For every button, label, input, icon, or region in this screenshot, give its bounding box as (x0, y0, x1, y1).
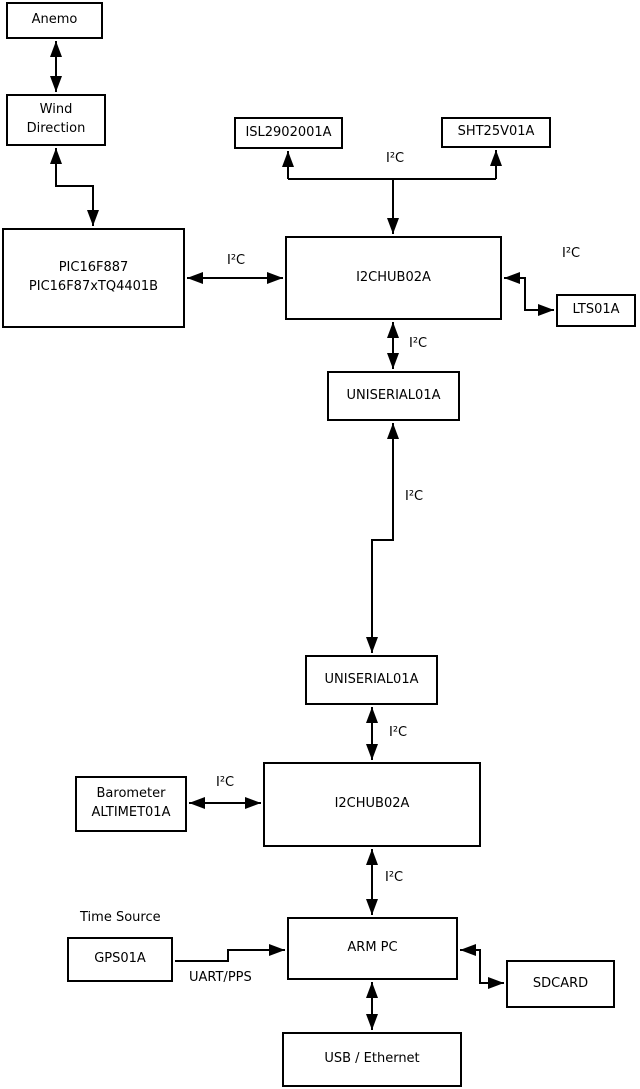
node-pic16f887: PIC16F887 PIC16F87xTQ4401B (2, 228, 185, 328)
edge-label-time-source: Time Source (80, 910, 161, 925)
node-arm-pc: ARM PC (287, 917, 458, 980)
edge-label-i2c-hub-lts: I²C (562, 246, 581, 261)
node-arm-pc-label: ARM PC (347, 940, 398, 956)
edge-label-uart-pps: UART/PPS (189, 970, 252, 985)
node-uniserial01a-top: UNISERIAL01A (327, 371, 460, 421)
node-wind-direction-label: Wind Direction (26, 102, 86, 136)
node-usb-ethernet-label: USB / Ethernet (324, 1051, 420, 1067)
node-uniserial01a-bottom: UNISERIAL01A (305, 655, 438, 705)
node-lts01a: LTS01A (556, 294, 636, 327)
edge-uniserial-top-uniserial-bottom (366, 423, 399, 653)
node-sht25v01a: SHT25V01A (441, 117, 551, 148)
node-sht25v01a-label: SHT25V01A (457, 124, 535, 140)
edge-label-i2c-uniserial-hub2: I²C (389, 725, 408, 740)
node-i2chub02a-top: I2CHUB02A (285, 236, 502, 320)
edge-label-i2c-barometer: I²C (216, 775, 235, 790)
edge-label-i2c-pic-hub: I²C (227, 253, 246, 268)
node-anemo: Anemo (6, 2, 103, 39)
node-barometer-altimet01a-label: Barometer ALTIMET01A (91, 786, 171, 820)
node-i2chub02a-bottom: I2CHUB02A (263, 762, 481, 847)
node-isl2902001a-label: ISL2902001A (245, 124, 332, 140)
node-i2chub02a-top-label: I2CHUB02A (356, 269, 431, 285)
node-sdcard-label: SDCARD (532, 975, 589, 991)
edge-label-i2c-hub-uniserial: I²C (409, 336, 428, 351)
edge-i2chub-top-lts (504, 272, 554, 316)
node-gps01a: GPS01A (67, 937, 173, 982)
node-uniserial01a-top-label: UNISERIAL01A (346, 387, 441, 403)
node-pic16f887-label: PIC16F887 PIC16F87xTQ4401B (28, 260, 159, 294)
edge-label-i2c-hub2-arm: I²C (385, 870, 404, 885)
node-lts01a-label: LTS01A (572, 302, 620, 318)
node-gps01a-label: GPS01A (94, 951, 146, 967)
node-anemo-label: Anemo (31, 12, 78, 28)
node-wind-direction: Wind Direction (6, 94, 106, 146)
node-barometer-altimet01a: Barometer ALTIMET01A (75, 776, 187, 832)
node-usb-ethernet: USB / Ethernet (282, 1032, 462, 1087)
node-sdcard: SDCARD (506, 960, 615, 1008)
edge-gps-armpc (175, 944, 285, 962)
node-isl2902001a: ISL2902001A (234, 117, 343, 149)
edge-armpc-sdcard (460, 944, 504, 989)
node-i2chub02a-bottom-label: I2CHUB02A (334, 796, 410, 812)
edge-winddirection-pic (50, 148, 99, 226)
edge-label-i2c-sensors: I²C (386, 151, 405, 166)
node-uniserial01a-bottom-label: UNISERIAL01A (324, 671, 419, 687)
edge-label-i2c-uniserial-link: I²C (405, 489, 424, 504)
